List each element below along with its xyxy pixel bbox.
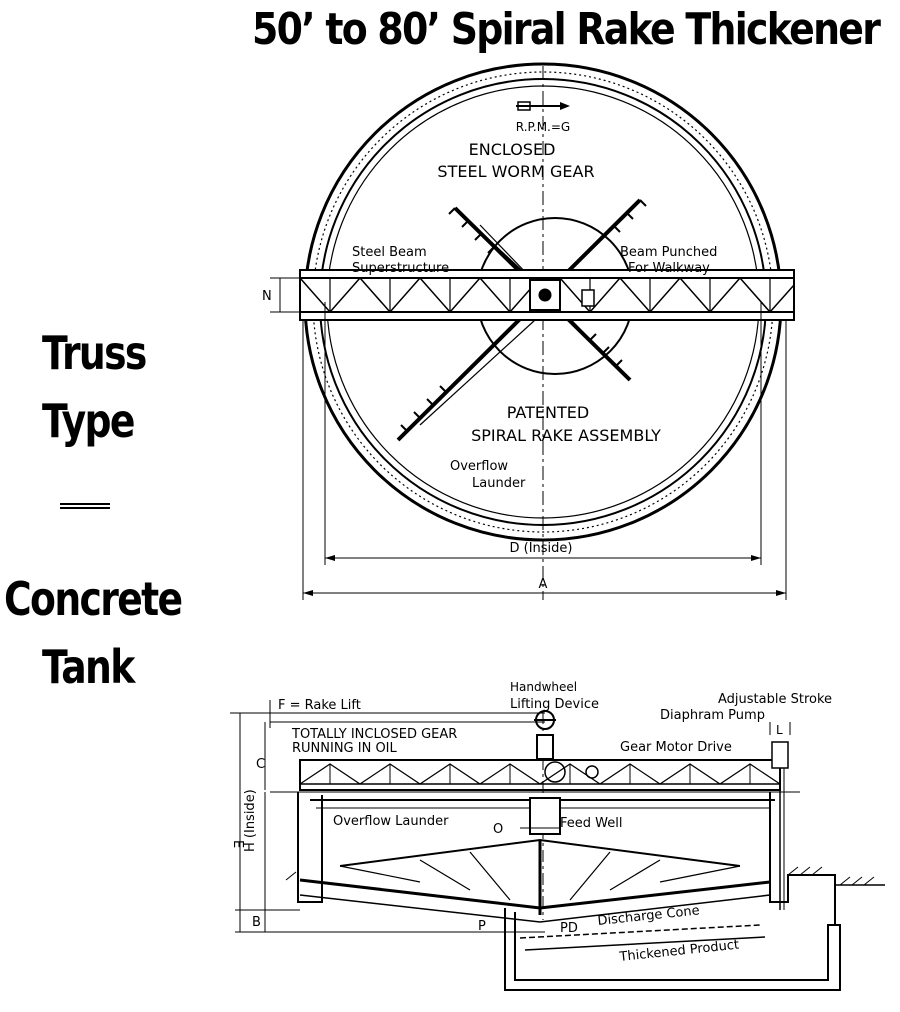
gear-oil-label-1: TOTALLY INCLOSED GEAR [291,727,457,742]
patented-label: PATENTED [507,403,589,422]
dim-c-label: C [256,757,265,772]
truss-superstructure-section [299,759,781,791]
dim-o-label: O [493,822,503,837]
overflow-launder-label-1: Overflow [450,459,508,474]
beam-punched-label-1: Beam Punched [620,245,717,260]
dim-e-label: E [230,840,245,848]
handwheel-label-2: Lifting Device [510,697,599,712]
gear-motor-label: Gear Motor Drive [620,740,732,755]
overflow-launder-section-label: Overflow Launder [333,814,449,829]
diaphram-pump [771,741,789,910]
dim-l-label: L [776,723,783,737]
beam-punched-label-2: For Walkway [628,261,710,276]
steel-beam-label-1: Steel Beam [352,245,427,260]
page-title: 50’ to 80’ Spiral Rake Thickener [252,4,881,55]
type-label: Type [42,394,136,448]
dim-h-label: H (Inside) [243,789,258,852]
dim-d-label: D (Inside) [510,541,573,556]
concrete-label: Concrete [4,572,183,626]
enclosed-gear-label-2: STEEL WORM GEAR [437,162,594,181]
overflow-launder-label-2: Launder [472,476,526,491]
dim-pd-label: PD [560,921,578,936]
steel-beam-label-2: Superstructure [352,261,449,276]
section-view-drawing: F = Rake Lift Handwheel Lifting Device A… [230,680,885,991]
rpm-label: R.P.M.=G [516,120,570,134]
rake-lift-label: F = Rake Lift [278,698,361,713]
gear-oil-label-2: RUNNING IN OIL [292,741,398,756]
spiral-rake-label: SPIRAL RAKE ASSEMBLY [471,426,661,445]
pump-label-1: Adjustable Stroke [718,692,832,707]
dim-n-label: N [262,289,272,304]
truss-bridge [299,269,795,321]
handwheel-label-1: Handwheel [510,680,577,694]
dim-p-label: P [478,919,486,934]
feed-well-label: Feed Well [560,816,622,831]
dim-a-label: A [539,577,548,592]
plan-view-drawing: R.P.M.=G ENCLOSED STEEL WORM GEAR Steel … [262,62,795,600]
section-dimensions [230,700,791,933]
enclosed-gear-label-1: ENCLOSED [469,140,556,159]
discharge-cone-label: Discharge Cone [597,903,701,929]
side-divider [60,503,110,509]
tank-label: Tank [42,640,135,694]
truss-label: Truss [42,326,147,380]
pump-label-2: Diaphram Pump [660,708,765,723]
dim-b-label: B [252,915,261,930]
rake-arms-section [339,838,741,915]
